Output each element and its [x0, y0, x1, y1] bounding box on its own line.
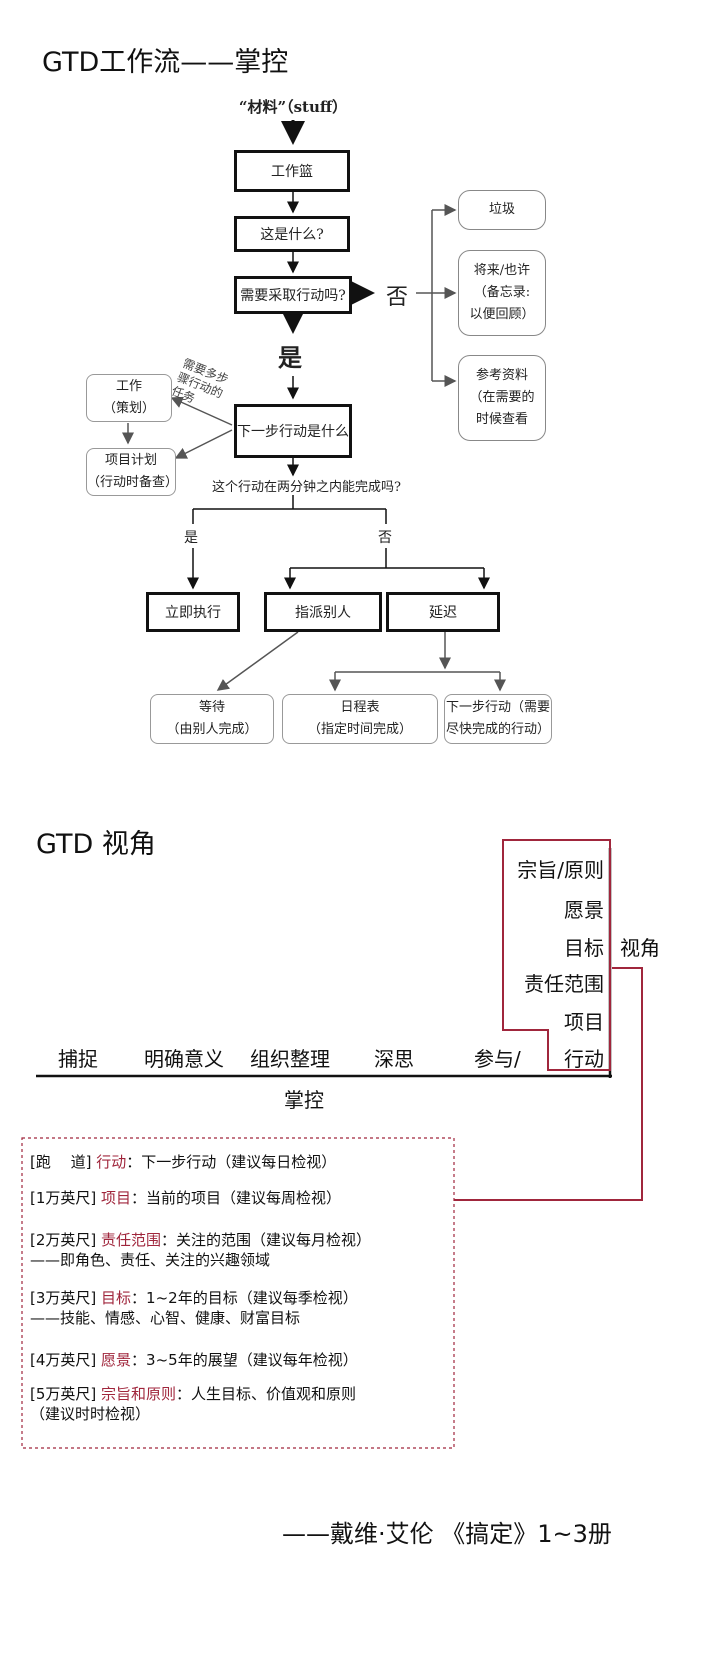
yes-small-label: 是 — [184, 530, 198, 546]
legend-term: 项目 — [101, 1189, 132, 1207]
calendar-line: （指定时间完成） — [307, 722, 412, 737]
project-work-line: 工作 — [115, 379, 142, 394]
project-plans-line: 项目计划 — [104, 453, 157, 468]
legend-item: [1万英尺] 项目：当前的项目（建议每周检视） — [30, 1188, 341, 1208]
reference-line: 参考资料 — [475, 368, 528, 383]
horizontal-item-capture: 捕捉 — [58, 1047, 98, 1071]
next-actions-line: 尽快完成的行动） — [445, 722, 550, 737]
legend-item: [2万英尺] 责任范围：关注的范围（建议每月检视） ——即角色、责任、关注的兴趣… — [30, 1230, 371, 1270]
reference-line: 时候查看 — [475, 412, 528, 427]
horizontal-item-organize: 组织整理 — [250, 1047, 330, 1071]
what-is-it-box: 这是什么? — [234, 216, 350, 252]
project-work-line: （策划） — [102, 401, 155, 416]
two-minutes-question: 这个行动在两分钟之内能完成吗? — [212, 480, 401, 495]
delegate-box: 指派别人 — [264, 592, 382, 632]
vertical-item-purpose: 宗旨/原则 — [517, 858, 604, 882]
legend-level: [3万英尺] — [30, 1289, 97, 1307]
legend-item: [跑 道] 行动：下一步行动（建议每日检视） — [30, 1152, 336, 1172]
calendar-box: 日程表 （指定时间完成） — [282, 694, 438, 744]
legend-extra: （建议时时检视） — [30, 1405, 151, 1423]
next-actions-list-box: 下一步行动（需要 尽快完成的行动） — [444, 694, 552, 744]
legend-text: ：关注的范围（建议每月检视） — [161, 1231, 372, 1249]
legend-text: ：下一步行动（建议每日检视） — [126, 1153, 337, 1171]
citation: ——戴维·艾伦 《搞定》1~3册 — [282, 1520, 612, 1548]
legend-level: [1万英尺] — [30, 1189, 97, 1207]
vertical-item-projects: 项目 — [564, 1010, 604, 1034]
legend-level: [跑 道] — [30, 1153, 92, 1171]
stuff-label: “材料”（stuff） — [238, 98, 348, 116]
legend-item: [4万英尺] 愿景：3~5年的展望（建议每年检视） — [30, 1350, 358, 1370]
project-work-box: 工作 （策划） — [86, 374, 172, 422]
legend-level: [2万英尺] — [30, 1231, 97, 1249]
trash-label: 垃圾 — [488, 202, 515, 217]
workflow-title: GTD工作流——掌控 — [42, 47, 289, 78]
legend-term: 责任范围 — [101, 1231, 162, 1249]
legend-text: ：当前的项目（建议每周检视） — [131, 1189, 342, 1207]
next-action-box: 下一步行动是什么 — [234, 404, 352, 458]
calendar-line: 日程表 — [340, 700, 380, 715]
yes-label: 是 — [278, 343, 302, 372]
reference-line: （在需要的 — [469, 390, 535, 405]
legend-extra: ——即角色、责任、关注的兴趣领域 — [30, 1251, 271, 1269]
reference-box: 参考资料 （在需要的 时候查看 — [458, 355, 546, 441]
no-small-label: 否 — [378, 530, 392, 546]
project-plans-line: （行动时备查） — [87, 475, 179, 490]
someday-line: （备忘录: — [473, 285, 531, 300]
waiting-line: （由别人完成） — [166, 722, 258, 737]
legend-text: ：3~5年的展望（建议每年检视） — [131, 1351, 358, 1369]
horizontal-item-clarify: 明确意义 — [144, 1047, 224, 1071]
next-actions-line: 下一步行动（需要 — [445, 700, 550, 715]
control-label: 掌控 — [284, 1088, 324, 1112]
vertical-item-vision: 愿景 — [564, 898, 604, 922]
defer-box: 延迟 — [386, 592, 500, 632]
legend-item: [3万英尺] 目标：1~2年的目标（建议每季检视） ——技能、情感、心智、健康、… — [30, 1288, 358, 1328]
actionable-box: 需要采取行动吗? — [234, 276, 352, 314]
no-label: 否 — [386, 285, 409, 310]
legend-text: ：人生目标、价值观和原则 — [176, 1385, 357, 1403]
legend-term: 行动 — [96, 1153, 127, 1171]
legend-term: 宗旨和原则 — [101, 1385, 177, 1403]
legend-level: [4万英尺] — [30, 1351, 97, 1369]
trash-box: 垃圾 — [458, 190, 546, 230]
legend-item: [5万英尺] 宗旨和原则：人生目标、价值观和原则 （建议时时检视） — [30, 1384, 356, 1424]
vertical-item-actions: 行动 — [564, 1047, 604, 1071]
waiting-box: 等待 （由别人完成） — [150, 694, 274, 744]
perspective-title: GTD 视角 — [36, 829, 156, 860]
horizontal-item-engage: 参与/ — [474, 1047, 521, 1071]
waiting-line: 等待 — [198, 700, 225, 715]
perspective-label: 视角 — [620, 936, 660, 960]
someday-line: 以便回顾） — [469, 307, 535, 322]
vertical-item-goals: 目标 — [564, 936, 604, 960]
legend-extra: ——技能、情感、心智、健康、财富目标 — [30, 1309, 301, 1327]
legend-text: ：1~2年的目标（建议每季检视） — [131, 1289, 358, 1307]
horizontal-item-reflect: 深思 — [374, 1047, 414, 1071]
legend-term: 目标 — [101, 1289, 132, 1307]
do-it-box: 立即执行 — [146, 592, 240, 632]
project-plans-box: 项目计划 （行动时备查） — [86, 448, 179, 496]
someday-box: 将来/也许 （备忘录: 以便回顾） — [458, 250, 546, 336]
someday-line: 将来/也许 — [473, 263, 531, 278]
vertical-item-areas: 责任范围 — [524, 972, 604, 996]
legend-term: 愿景 — [101, 1351, 132, 1369]
inbox-box: 工作篮 — [234, 150, 350, 192]
legend-level: [5万英尺] — [30, 1385, 97, 1403]
